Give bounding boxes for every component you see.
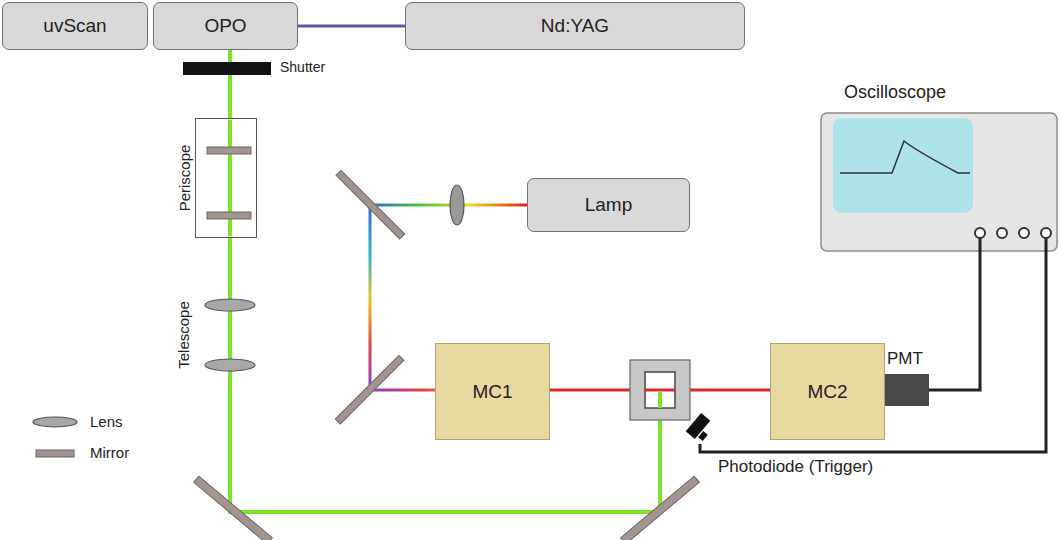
connector	[929, 252, 980, 390]
connector	[550, 389, 770, 392]
instrument-box: OPO	[153, 2, 298, 50]
oscilloscope-body	[820, 112, 1058, 252]
mirror	[207, 147, 251, 154]
connector	[228, 50, 232, 62]
node-label: uvScan	[43, 15, 106, 37]
laser-beam	[230, 238, 660, 512]
connector	[228, 75, 232, 118]
legend-label: Lens	[90, 413, 123, 430]
connector	[298, 25, 405, 28]
node-label: Nd:YAG	[541, 15, 609, 37]
cuvette	[645, 372, 675, 408]
laser-box: Nd:YAG	[405, 2, 745, 50]
instrument-box: uvScan	[2, 2, 148, 50]
mirror	[194, 476, 273, 540]
monochromator-box: MC1	[435, 343, 550, 440]
node-label: PMT	[887, 349, 923, 369]
node-label: Periscope	[176, 145, 193, 212]
part-label: Telescope	[175, 301, 192, 369]
photodiode: Photodiode (Trigger)	[686, 410, 714, 444]
probe-beam	[645, 389, 675, 392]
shutter: Shutter	[183, 62, 271, 75]
node-label: Oscilloscope	[844, 82, 946, 103]
oscilloscope: Oscilloscope	[820, 112, 1058, 252]
pmt-detector: PMT	[885, 374, 929, 406]
mirror	[335, 355, 404, 424]
periscope-frame: Periscope	[195, 118, 257, 238]
legend-label: Mirror	[90, 444, 129, 461]
mirror	[207, 212, 251, 219]
monochromator-box: MC2	[770, 343, 885, 440]
connector	[700, 252, 1046, 452]
sample-cell	[630, 360, 690, 420]
node-label: Shutter	[280, 59, 325, 75]
mirror	[336, 170, 405, 239]
node-label: Photodiode (Trigger)	[718, 457, 873, 477]
laser-beam	[658, 392, 662, 408]
node-label: Lamp	[585, 194, 633, 216]
mirror	[621, 476, 700, 540]
photodiode-body	[686, 410, 714, 444]
node-label: MC2	[807, 381, 847, 403]
lamp-box: Lamp	[527, 178, 690, 232]
lens	[205, 299, 255, 311]
legend-lens-sample	[33, 417, 77, 427]
node-label: MC1	[472, 381, 512, 403]
lens	[450, 185, 464, 225]
legend-mirror-sample	[36, 450, 74, 457]
node-label: OPO	[204, 15, 246, 37]
lens	[205, 359, 255, 371]
